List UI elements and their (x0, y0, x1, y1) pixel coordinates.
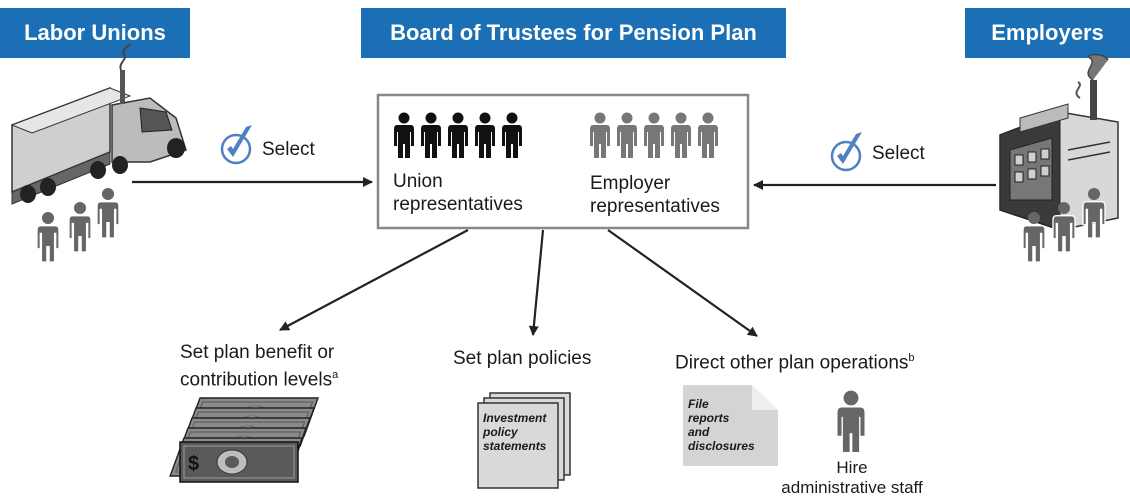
svg-text:$: $ (188, 453, 199, 475)
header-board-of-trustees: Board of Trustees for Pension Plan (361, 8, 786, 58)
check-icon-left (220, 123, 254, 165)
header-employers: Employers (965, 8, 1130, 58)
check-icon-right (830, 130, 864, 172)
header-board-label: Board of Trustees for Pension Plan (390, 20, 757, 45)
money-stack-icon: $ (169, 397, 319, 483)
header-employers-label: Employers (991, 20, 1104, 45)
union-representatives-label: Union representatives (393, 171, 523, 215)
employer-representatives-label: Employer representatives (590, 173, 720, 217)
investment-documents-icon (477, 392, 571, 489)
select-label-left: Select (262, 139, 315, 160)
arrow-board-to-operations (607, 229, 758, 337)
arrow-board-to-benefits (279, 229, 469, 331)
set-plan-policies-label: Set plan policies (453, 348, 592, 369)
header-labor-unions: Labor Unions (0, 8, 190, 58)
factory-icon (999, 53, 1119, 231)
set-plan-benefit-label: Set plan benefit or contribution levelsa (180, 342, 339, 391)
select-label-right: Select (872, 143, 925, 164)
truck-icon (10, 43, 187, 205)
investment-policy-statements-text: Investment policy statements (483, 411, 547, 453)
footnote-b: b (908, 352, 915, 364)
header-labor-unions-label: Labor Unions (24, 20, 166, 45)
direct-operations-label: Direct other plan operationsb (675, 352, 915, 374)
arrow-board-to-policies (528, 229, 545, 336)
footnote-a: a (332, 369, 339, 381)
file-reports-text: File reports and disclosures (688, 397, 755, 453)
staff-person-icon (837, 390, 865, 452)
union-members-icon (36, 187, 120, 263)
hire-staff-label: Hire administrative staff (781, 458, 923, 497)
reports-document-icon (683, 385, 778, 466)
